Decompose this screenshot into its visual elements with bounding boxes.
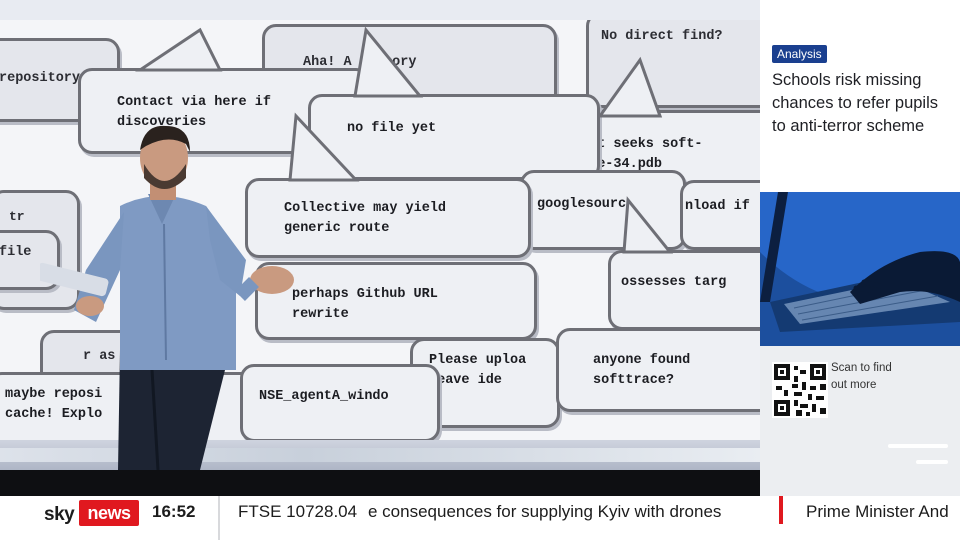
bubble-text: Collective may yield generic route — [284, 201, 447, 236]
bubble-text: nload if — [685, 199, 750, 214]
laptop-typing-image — [760, 192, 960, 346]
side-panel: Analysis Schools risk missing chances to… — [760, 0, 960, 496]
bubble-text: perhaps Github URL rewrite — [292, 287, 438, 322]
market-value: FTSE 10728.04 — [238, 502, 358, 521]
studio-shot: repository Aha! A factory d paths No dir… — [0, 0, 760, 470]
speech-bubble: perhaps Github URL rewrite — [255, 262, 537, 340]
bubble-tails — [135, 26, 674, 254]
qr-code[interactable] — [772, 362, 828, 418]
brand-news: news — [79, 500, 139, 526]
deco-line — [916, 460, 948, 464]
story-image — [760, 192, 960, 346]
bubble-text: No direct find? — [601, 29, 723, 44]
bubble-text: NSE_agentA_windo — [259, 389, 389, 404]
speech-bubble: anyone found softtrace? — [556, 328, 760, 412]
speech-bubble: file — [0, 230, 60, 290]
bubble-text: Please uploa leave ide — [429, 353, 527, 388]
analysis-tag: Analysis — [772, 45, 827, 63]
news-ticker: sky news 16:52 FTSE 10728.04 e consequen… — [0, 496, 960, 540]
bubble-text: r as — [83, 349, 116, 364]
story-card[interactable]: Analysis Schools risk missing chances to… — [760, 0, 960, 192]
bubble-text: file — [0, 245, 32, 260]
presenter — [40, 125, 294, 470]
ticker-separator — [779, 496, 783, 524]
ticker-headline-next: Prime Minister And — [806, 502, 949, 521]
deco-line — [888, 444, 948, 448]
bubble-text: googlesourc — [537, 197, 627, 212]
speech-bubble: nload if — [680, 180, 760, 250]
ticker-clock: 16:52 — [152, 502, 196, 521]
bubble-text: Contact via here if discoveries — [117, 95, 271, 130]
bubble-text: no file yet — [347, 121, 437, 136]
qr-section[interactable]: Scan to find out more — [760, 346, 960, 496]
bubble-text: ossesses targ — [621, 275, 727, 290]
bubble-text: maybe reposi cache! Explo — [5, 387, 103, 422]
ticker-headline: e consequences for supplying Kyiv with d… — [368, 502, 722, 521]
story-headline: Schools risk missing chances to refer pu… — [772, 71, 939, 135]
speech-bubble: Contact via here if discoveries — [78, 68, 370, 154]
ticker-divider — [218, 496, 220, 540]
speech-bubble: Collective may yield generic route — [245, 178, 531, 258]
speech-bubble: no file yet — [308, 94, 600, 180]
speech-bubble: ossesses targ — [608, 250, 760, 330]
bubble-text: repository — [0, 71, 81, 86]
brand-sky: sky — [44, 504, 75, 525]
bubble-text: anyone found softtrace? — [593, 353, 691, 388]
qr-caption: Scan to find out more — [831, 362, 892, 391]
speech-bubble: NSE_agentA_windo — [240, 364, 440, 440]
